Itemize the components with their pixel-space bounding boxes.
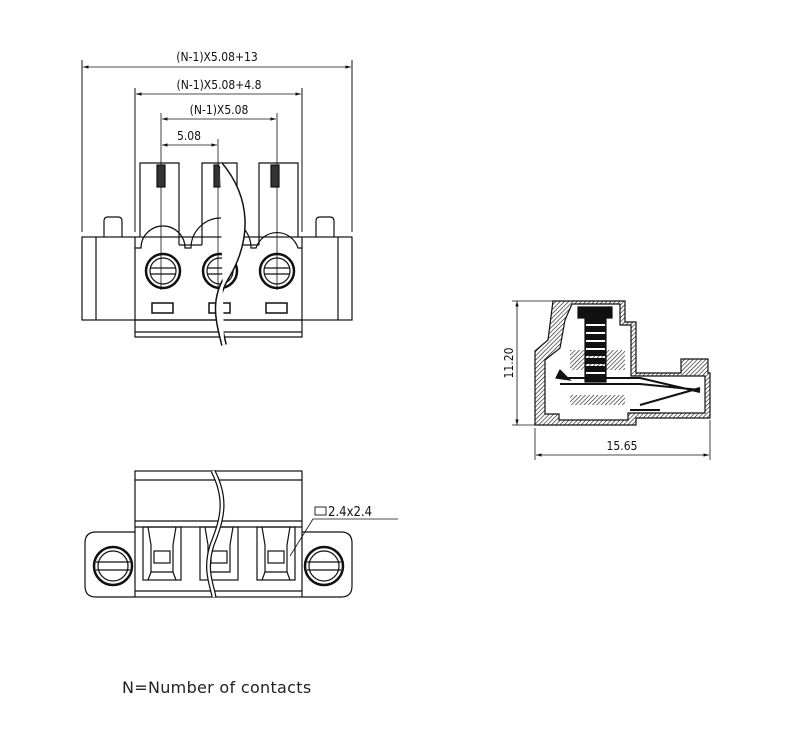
contacts-note: N=Number of contacts [122,678,312,697]
pin-cells [142,526,296,581]
side-view: 11.20 15.65 [502,300,711,460]
pin-size-label: 2.4x2.4 [328,505,372,520]
dim-depth: 15.65 [607,439,638,453]
dim-height: 11.20 [502,347,516,378]
screw-icon [144,252,296,290]
front-view: (N-1)X5.08+13 (N-1)X5.08+4.8 (N-1)X5.08 … [81,50,353,346]
dim-pitch: 5.08 [177,129,201,143]
screw-icon [92,545,345,587]
wire [206,469,225,598]
dim-pitch-span: (N-1)X5.08 [190,103,249,117]
dim-overall-width: (N-1)X5.08+13 [176,50,257,64]
wire [214,162,246,346]
dim-body-width: (N-1)X5.08+4.8 [177,78,262,92]
bottom-view: 2.4x2.4 [84,469,398,598]
